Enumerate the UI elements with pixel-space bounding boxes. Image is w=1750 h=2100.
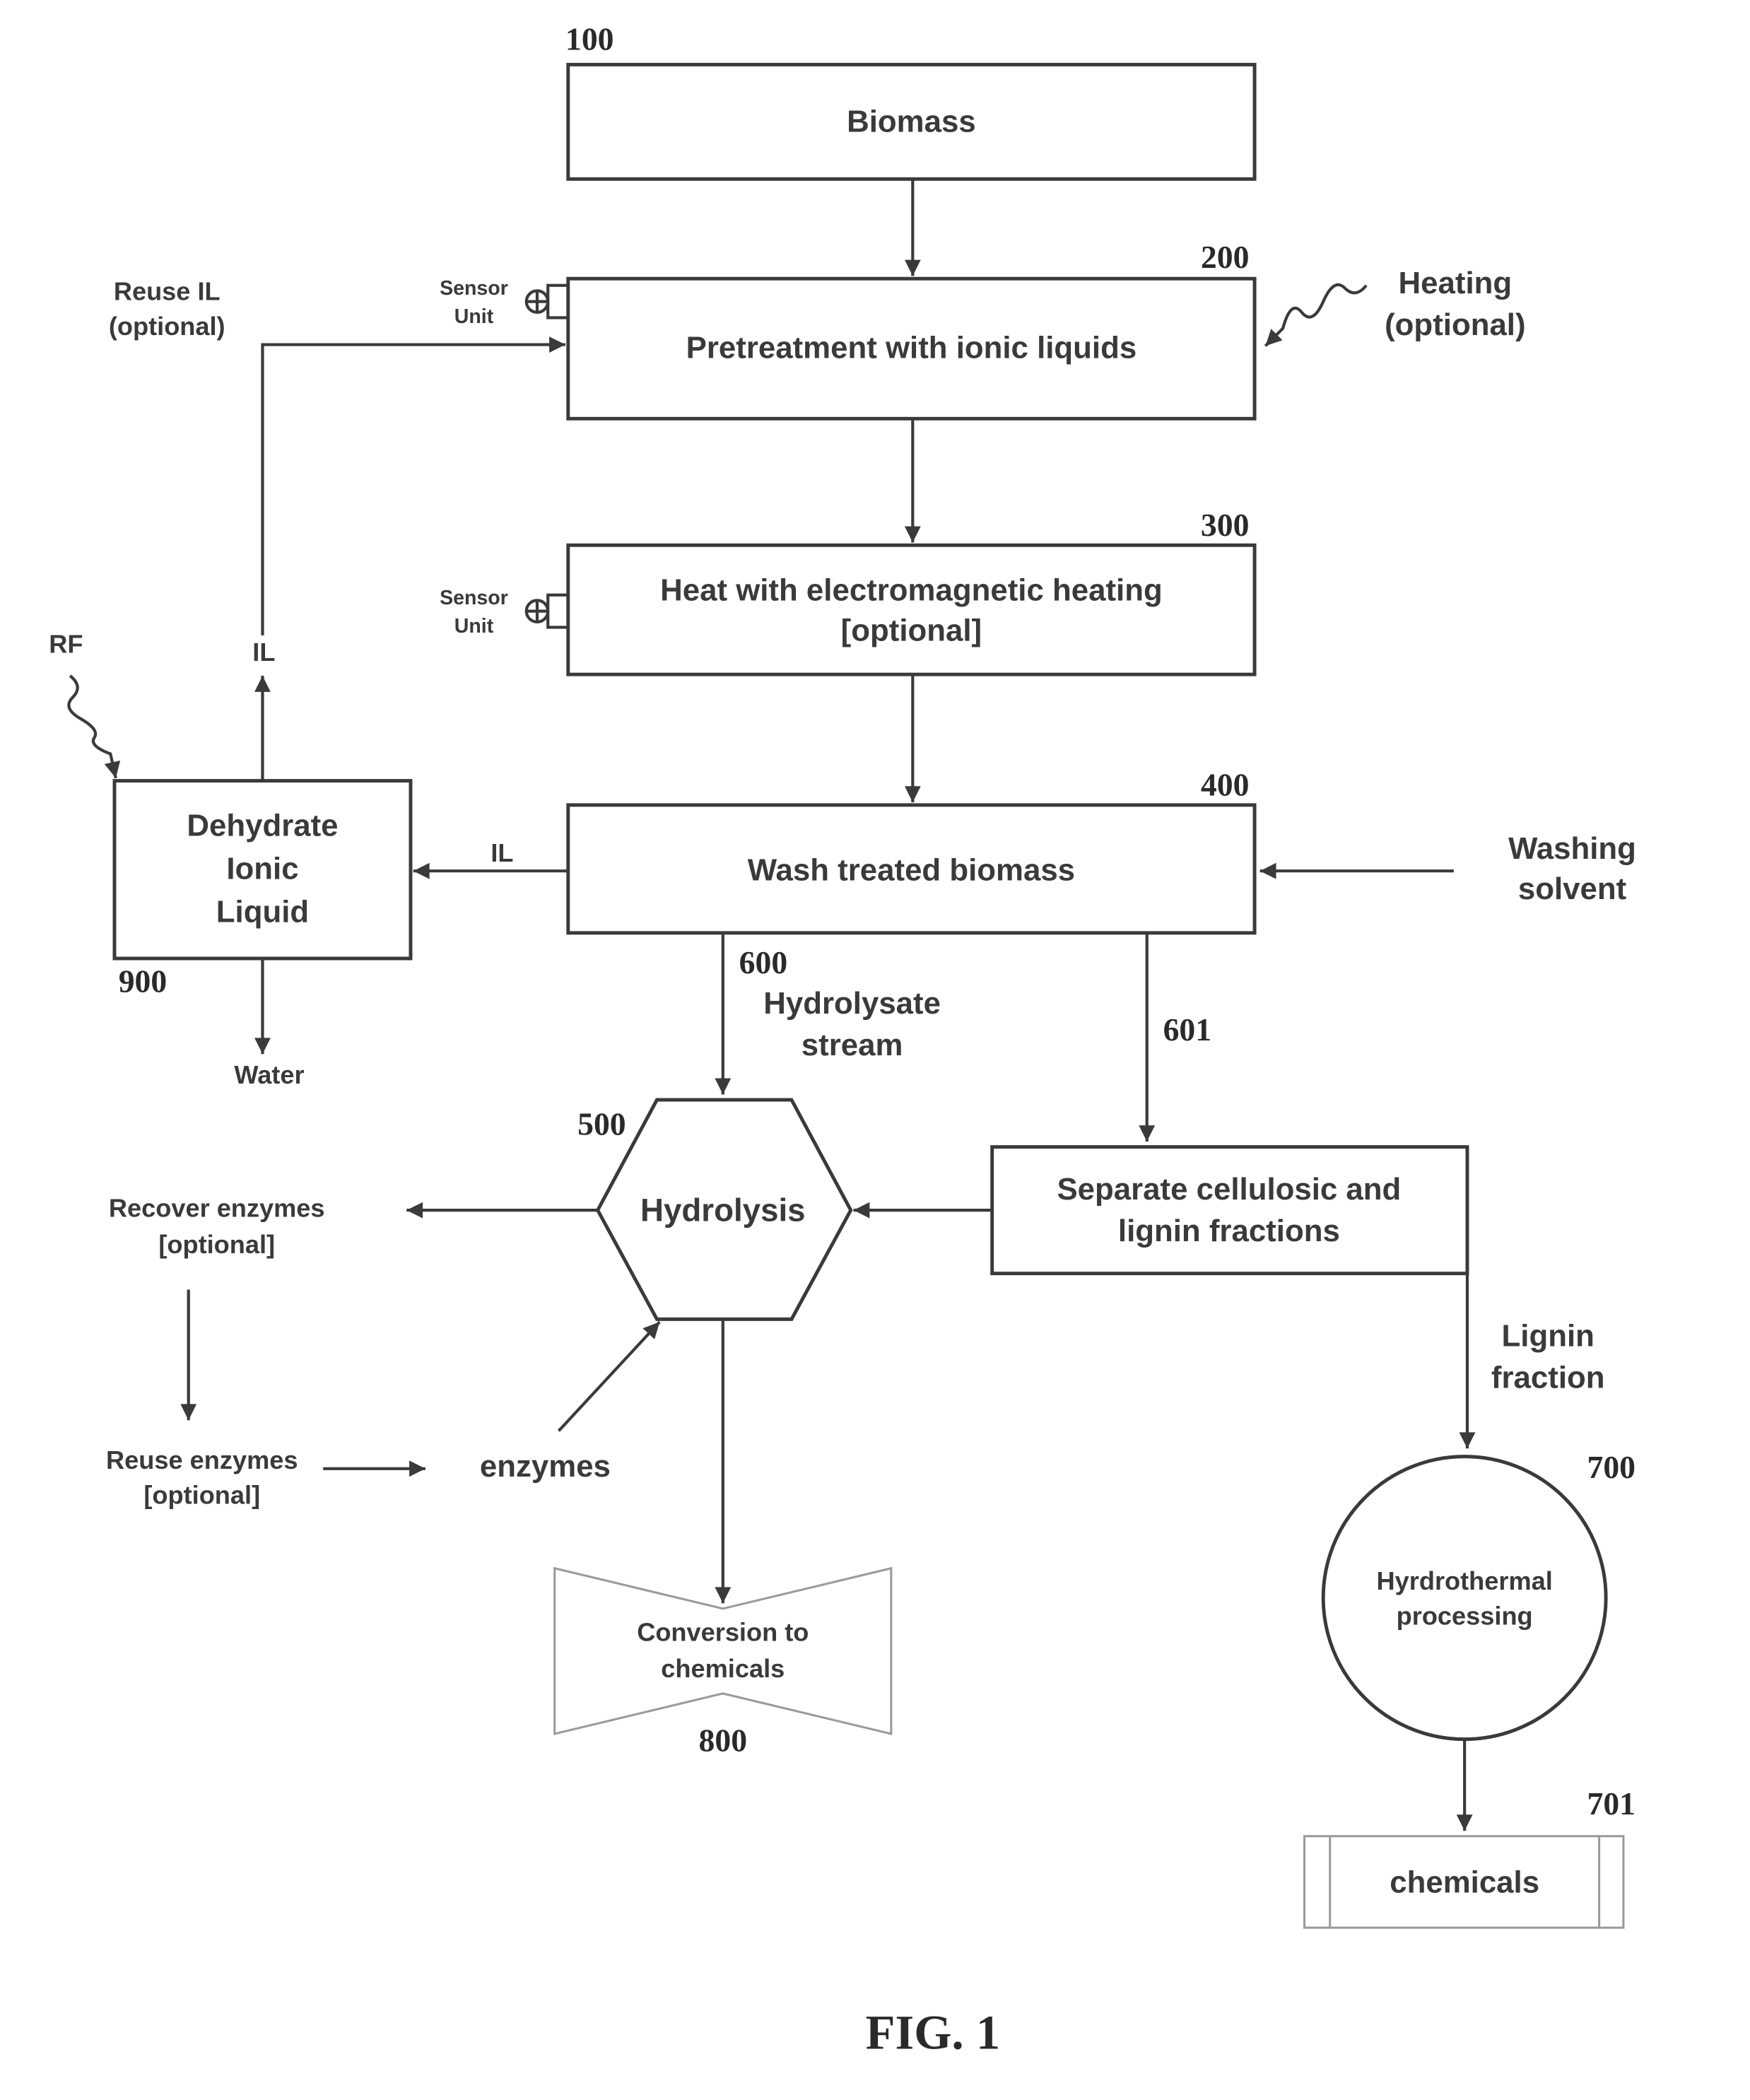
arrow-enzymes-to-hydrolysis bbox=[558, 1322, 659, 1431]
hydrolysis-node: 500 Hydrolysis bbox=[577, 1100, 851, 1319]
separate-label-line-1: Separate cellulosic and bbox=[1057, 1172, 1401, 1207]
chemicals-label: chemicals bbox=[1390, 1865, 1539, 1900]
heat-label-line-1: Heat with electromagnetic heating bbox=[660, 573, 1163, 607]
chemicals-node: 701 chemicals bbox=[1305, 1785, 1636, 1928]
rf-label: RF bbox=[49, 630, 83, 659]
hydrolysate-stream-line-1: Hydrolysate bbox=[763, 986, 941, 1021]
sensor-unit-2: Sensor Unit bbox=[440, 587, 568, 638]
dehydrate-label-line-3: Liquid bbox=[216, 895, 309, 929]
sensor-unit-2-line-2: Unit bbox=[454, 615, 494, 638]
rf-wave-arrow bbox=[69, 676, 115, 778]
hydrothermal-node: 700 Hyrdrothermal processing bbox=[1323, 1449, 1636, 1739]
conversion-label-line-2: chemicals bbox=[661, 1654, 785, 1683]
lignin-fraction-line-2: fraction bbox=[1491, 1361, 1605, 1395]
sensor-unit-1: Sensor Unit bbox=[440, 277, 568, 328]
enzymes-label: enzymes bbox=[480, 1449, 611, 1484]
hydrothermal-label-line-2: processing bbox=[1397, 1602, 1533, 1631]
recover-enzymes-line-1: Recover enzymes bbox=[109, 1194, 325, 1223]
biomass-ref-number: 100 bbox=[565, 20, 614, 57]
conversion-ref-number: 800 bbox=[699, 1723, 748, 1759]
biomass-node: 100 Biomass bbox=[565, 20, 1255, 179]
dehydrate-label-line-2: Ionic bbox=[226, 852, 298, 886]
heating-line-1: Heating bbox=[1399, 266, 1513, 300]
hydrolysate-stream-line-2: stream bbox=[801, 1028, 903, 1062]
sensor-icon bbox=[527, 595, 568, 628]
hydrolysis-label: Hydrolysis bbox=[640, 1192, 806, 1228]
separate-box bbox=[992, 1147, 1467, 1274]
heating-wave-arrow bbox=[1265, 285, 1366, 346]
pretreatment-ref-number: 200 bbox=[1201, 239, 1250, 275]
wash-ref-number: 400 bbox=[1201, 767, 1250, 803]
heat-label-line-2: [optional] bbox=[841, 614, 982, 648]
heat-box bbox=[568, 545, 1255, 674]
heat-ref-number: 300 bbox=[1201, 507, 1250, 543]
dehydrate-label-line-1: Dehydrate bbox=[187, 809, 338, 843]
hydrothermal-label-line-1: Hyrdrothermal bbox=[1377, 1566, 1553, 1595]
stream-601-ref-number: 601 bbox=[1163, 1011, 1212, 1048]
reuse-il-line-2: (optional) bbox=[109, 312, 225, 341]
il-up-label: IL bbox=[252, 638, 275, 667]
sensor-icon bbox=[527, 286, 568, 318]
figure-label: FIG. 1 bbox=[866, 2006, 1000, 2060]
pretreatment-label: Pretreatment with ionic liquids bbox=[686, 331, 1137, 365]
recover-enzymes-line-2: [optional] bbox=[158, 1230, 275, 1259]
il-wash-label: IL bbox=[491, 838, 513, 867]
water-label: Water bbox=[234, 1060, 304, 1089]
heating-line-2: (optional) bbox=[1385, 307, 1525, 342]
conversion-label-line-1: Conversion to bbox=[637, 1618, 809, 1647]
biomass-label: Biomass bbox=[847, 105, 976, 139]
sensor-unit-1-line-2: Unit bbox=[454, 305, 494, 328]
arrow-reuse-il-to-pretreatment bbox=[262, 345, 565, 635]
chemicals-ref-number: 701 bbox=[1587, 1785, 1636, 1822]
wash-label: Wash treated biomass bbox=[748, 853, 1075, 888]
hydrolysis-ref-number: 500 bbox=[577, 1105, 626, 1142]
sensor-unit-2-line-1: Sensor bbox=[440, 587, 508, 609]
dehydrate-ref-number: 900 bbox=[119, 963, 168, 999]
stream-600-ref-number: 600 bbox=[739, 944, 788, 980]
lignin-fraction-line-1: Lignin bbox=[1502, 1318, 1595, 1353]
hydrothermal-ref-number: 700 bbox=[1587, 1449, 1636, 1485]
sensor-unit-1-line-1: Sensor bbox=[440, 277, 508, 300]
reuse-il-line-1: Reuse IL bbox=[114, 277, 221, 306]
washing-solvent-line-2: solvent bbox=[1518, 872, 1627, 906]
reuse-enzymes-line-2: [optional] bbox=[143, 1480, 260, 1509]
separate-node: Separate cellulosic and lignin fractions bbox=[992, 1147, 1467, 1274]
separate-label-line-2: lignin fractions bbox=[1118, 1214, 1340, 1248]
hydrothermal-circle bbox=[1323, 1457, 1606, 1740]
washing-solvent-line-1: Washing bbox=[1508, 831, 1636, 866]
reuse-enzymes-line-1: Reuse enzymes bbox=[106, 1445, 298, 1474]
